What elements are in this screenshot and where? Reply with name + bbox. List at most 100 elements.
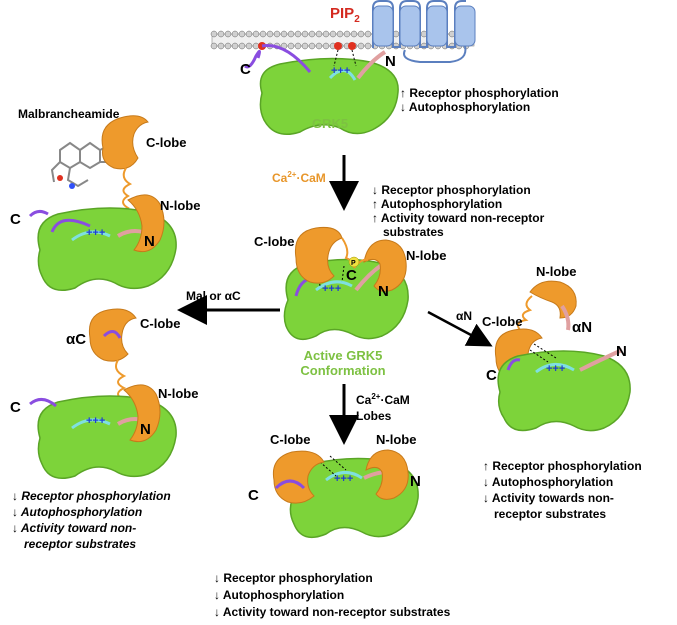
lipid-head bbox=[364, 30, 372, 38]
left-c-terminus: C bbox=[10, 399, 21, 416]
right-n-lobe-top-label: N-lobe bbox=[536, 264, 576, 279]
right-n-lobe bbox=[529, 280, 577, 331]
cam-effect-1: ↓ Receptor phosphorylation bbox=[372, 183, 531, 197]
lipid-head bbox=[322, 30, 330, 38]
bottom-effect-1: ↓ Receptor phosphorylation bbox=[214, 571, 373, 585]
lipid-head bbox=[301, 30, 309, 38]
center-c-lobe-label: C-lobe bbox=[254, 234, 294, 249]
lipid-head bbox=[224, 30, 232, 38]
svg-text:+++: +++ bbox=[322, 283, 341, 295]
left-effect-1: ↓ Receptor phosphorylation bbox=[12, 489, 171, 503]
pip2-label: PIP2 bbox=[330, 5, 360, 25]
lipid-head bbox=[252, 30, 260, 38]
center-c-terminus: C bbox=[346, 267, 357, 284]
phospho-label: P bbox=[351, 260, 356, 267]
left-n-lobe-label: N-lobe bbox=[158, 386, 198, 401]
lipid-head bbox=[217, 42, 225, 50]
lipid-head bbox=[357, 42, 365, 50]
lipid-head bbox=[294, 42, 302, 50]
mal-n-lobe bbox=[127, 194, 165, 253]
lipid-head bbox=[273, 30, 281, 38]
left-alpha-c: αC bbox=[66, 331, 86, 348]
lipid-head bbox=[364, 42, 372, 50]
lipid-head bbox=[231, 30, 239, 38]
svg-text:+++: +++ bbox=[546, 363, 565, 375]
center-n-terminus: N bbox=[378, 283, 389, 300]
bottom-c-terminus: C bbox=[248, 487, 259, 504]
lipid-head bbox=[336, 30, 344, 38]
svg-text:+++: +++ bbox=[86, 227, 105, 239]
right-grk5: +++ bbox=[497, 343, 631, 432]
lipid-head bbox=[238, 42, 246, 50]
svg-text:+++: +++ bbox=[331, 65, 350, 77]
lipid-head bbox=[287, 30, 295, 38]
right-c-terminus: C bbox=[486, 367, 497, 384]
lipid-head bbox=[259, 30, 267, 38]
mal-n-terminus: N bbox=[144, 233, 155, 250]
bottom-effect-3: ↓ Activity toward non-receptor substrate… bbox=[214, 605, 451, 619]
lipid-head bbox=[245, 30, 253, 38]
gpcr-receptor bbox=[372, 0, 476, 63]
right-effect-3: ↓ Activity towards non- bbox=[483, 491, 614, 505]
bottom-arrow-cam: Ca2+·CaM bbox=[356, 392, 410, 407]
left-c-lobe bbox=[88, 308, 137, 362]
bottom-effect-2: ↓ Autophosphorylation bbox=[214, 588, 344, 602]
svg-text:+++: +++ bbox=[86, 415, 105, 427]
lipid-head bbox=[329, 30, 337, 38]
left-n-terminus: N bbox=[140, 421, 151, 438]
top-effect-2: ↓ Autophosphorylation bbox=[400, 100, 530, 114]
left-c-lobe-label: C-lobe bbox=[140, 316, 180, 331]
lipid-head bbox=[308, 30, 316, 38]
lipid-head bbox=[231, 42, 239, 50]
phospho-site bbox=[348, 256, 360, 268]
grk5-top: +++ bbox=[244, 44, 399, 135]
right-alpha-n: αN bbox=[572, 319, 592, 336]
lipid-head bbox=[322, 42, 330, 50]
mal-c-lobe-label: C-lobe bbox=[146, 135, 186, 150]
active-label-2: Conformation bbox=[300, 363, 385, 378]
bottom-c-lobe-label: C-lobe bbox=[270, 432, 310, 447]
lipid-head bbox=[280, 30, 288, 38]
top-effect-1: ↑ Receptor phosphorylation bbox=[400, 86, 559, 100]
active-label-1: Active GRK5 bbox=[304, 348, 383, 363]
left-n-lobe bbox=[123, 384, 161, 443]
right-effect-4: receptor substrates bbox=[494, 507, 606, 521]
center-c-lobe bbox=[294, 227, 343, 284]
center-n-lobe-label: N-lobe bbox=[406, 248, 446, 263]
lipid-head bbox=[287, 42, 295, 50]
lipid-head bbox=[210, 30, 218, 38]
mal-c-terminus: C bbox=[10, 211, 21, 228]
lipid-head bbox=[308, 42, 316, 50]
lipid-head bbox=[217, 30, 225, 38]
malbrancheamide-title: Malbrancheamide bbox=[18, 107, 120, 121]
bottom-n-terminus: N bbox=[410, 473, 421, 490]
svg-text:+++: +++ bbox=[334, 473, 353, 485]
top-c-terminus: C bbox=[240, 61, 251, 78]
lipid-head bbox=[294, 30, 302, 38]
top-n-terminus: N bbox=[385, 53, 396, 70]
right-effect-1: ↑ Receptor phosphorylation bbox=[483, 459, 642, 473]
cam-effect-4: substrates bbox=[383, 225, 444, 239]
right-c-lobe-label: C-lobe bbox=[482, 314, 522, 329]
left-effect-2: ↓ Autophosphorylation bbox=[12, 505, 142, 519]
bottom-c-lobe bbox=[272, 450, 325, 504]
left-effect-3: ↓ Activity toward non- bbox=[12, 521, 136, 535]
cam-effect-2: ↑ Autophosphorylation bbox=[372, 197, 502, 211]
cam-effect-3: ↑ Activity toward non-receptor bbox=[372, 211, 545, 225]
mal-c-lobe bbox=[101, 115, 149, 170]
lipid-head bbox=[315, 30, 323, 38]
lipid-head bbox=[350, 30, 358, 38]
lipid-head bbox=[224, 42, 232, 50]
lipid-head bbox=[343, 30, 351, 38]
left-effect-4: receptor substrates bbox=[24, 537, 136, 551]
right-n-terminus: N bbox=[616, 343, 627, 360]
bottom-n-lobe bbox=[365, 449, 409, 500]
top-grk5-label: GRK5 bbox=[312, 116, 348, 131]
center-n-lobe bbox=[363, 239, 407, 292]
lipid-head bbox=[301, 42, 309, 50]
bottom-n-lobe-label: N-lobe bbox=[376, 432, 416, 447]
arrow-center-to-right bbox=[427, 310, 493, 347]
right-effect-2: ↓ Autophosphorylation bbox=[483, 475, 613, 489]
lipid-head bbox=[210, 42, 218, 50]
